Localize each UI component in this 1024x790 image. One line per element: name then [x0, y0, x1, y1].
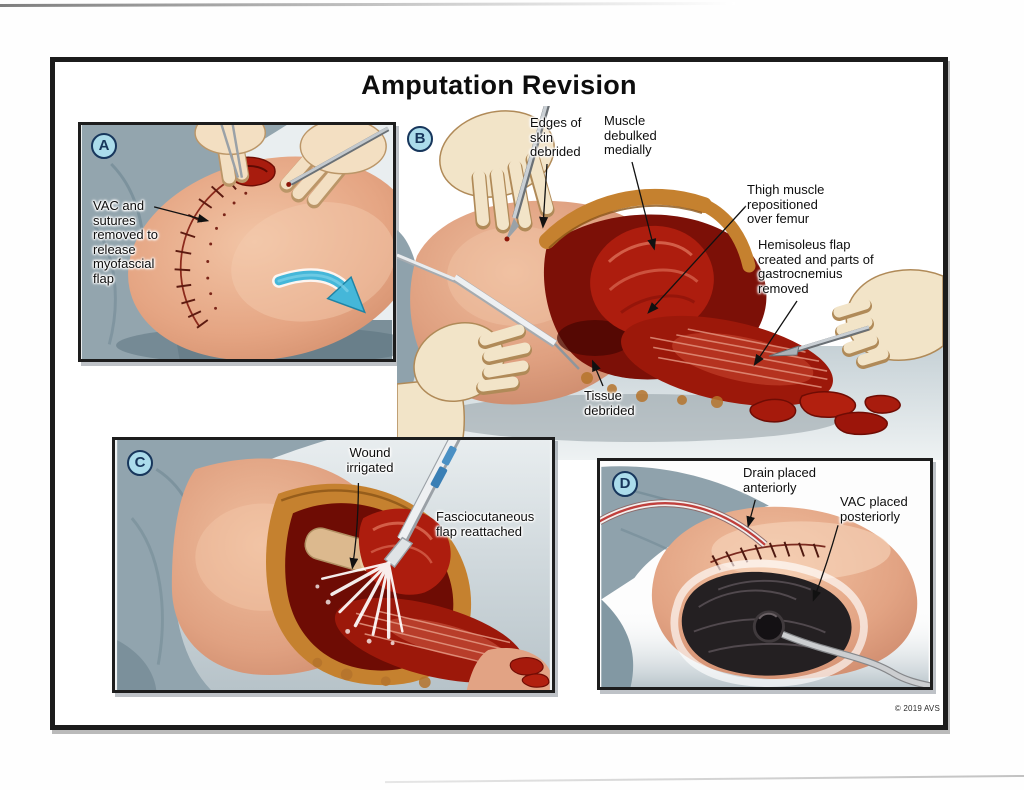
wound-b: [539, 188, 833, 408]
panel-d-illustration: [600, 466, 930, 687]
label-thigh-muscle-repositioned: Thigh muscle repositioned over femur: [747, 182, 825, 227]
forceps-icon: [220, 125, 244, 179]
panel-a-badge: A: [91, 133, 117, 159]
label-vac-placed: VAC placed posteriorly: [840, 494, 908, 524]
panel-d: D Drain placed anteriorly VAC placed pos…: [597, 458, 933, 690]
vac-sponge: [670, 559, 868, 687]
panel-c-illustration: [117, 440, 550, 690]
label-vac-sutures-removed: VAC and sutures removed to release myofa…: [93, 198, 159, 286]
figure-title: Amputation Revision: [361, 70, 637, 100]
spray-icon: [321, 561, 404, 639]
drain-tube-icon: [600, 499, 768, 548]
label-fasciocutaneous-flap: Fasciocutaneous flap reattached: [436, 509, 535, 539]
debris-c: [509, 657, 550, 688]
hand-right-a: [279, 125, 387, 209]
scalpel-icon-b-right: [768, 325, 870, 357]
instrument-icon-b: [397, 253, 580, 370]
label-tissue-debrided: Tissue debrided: [584, 388, 635, 418]
spray-droplets: [315, 584, 395, 646]
drape-c: [117, 440, 328, 690]
suture-dots: [206, 191, 248, 310]
panel-d-badge: D: [612, 471, 638, 497]
label-edges-skin-debrided: Edges of skin debrided: [530, 115, 582, 160]
label-hemisoleus-flap: Hemisoleus flap created and parts of gas…: [758, 237, 874, 296]
removed-tissue-b: [749, 391, 901, 436]
panel-a-illustration: [81, 125, 393, 359]
scalpel-icon-b-top: [504, 106, 550, 242]
panel-b: B Edges of skin debrided Muscle debulked…: [397, 106, 943, 460]
vac-tube-icon: [781, 631, 930, 687]
rotation-arrow-icon: [272, 268, 366, 314]
leader-lines-d: [746, 499, 839, 602]
hand-right-b: [832, 269, 943, 369]
striated-muscle-b: [621, 315, 833, 407]
panel-c-badge: C: [127, 450, 153, 476]
scan-artifact-top: [0, 2, 736, 7]
scan-artifact-bottom: [385, 774, 1024, 784]
copyright-notice: © 2019 AVS: [894, 704, 940, 713]
label-muscle-debulked: Muscle debulked medially: [604, 113, 657, 158]
irrigator-icon: [383, 440, 461, 568]
panel-a: A VAC and sutures removed to release myo…: [78, 122, 396, 362]
panel-c: C Wound irrigated Fasciocutaneous flap r…: [112, 437, 555, 693]
label-wound-irrigated: Wound irrigated: [346, 445, 394, 475]
leader-lines-b: [539, 161, 798, 387]
panel-b-badge: B: [407, 126, 433, 152]
scalpel-icon-a: [286, 126, 390, 187]
label-drain-placed: Drain placed anteriorly: [743, 465, 816, 495]
panel-b-illustration: [397, 106, 943, 460]
